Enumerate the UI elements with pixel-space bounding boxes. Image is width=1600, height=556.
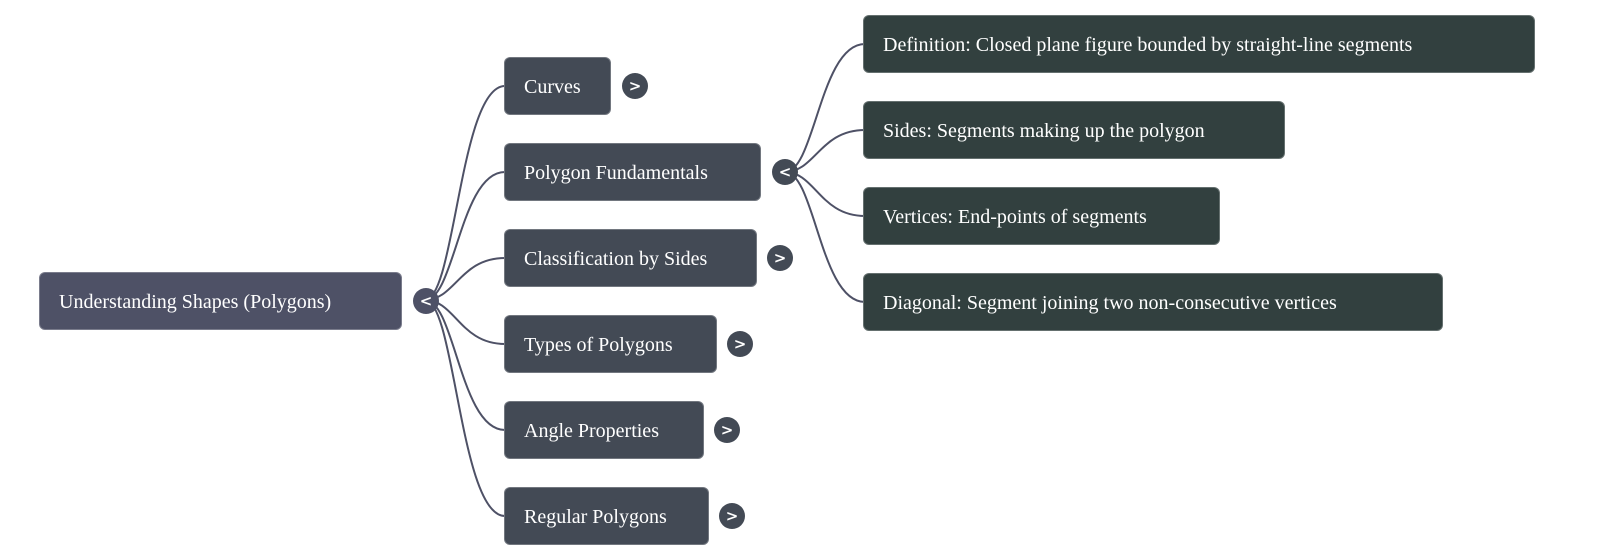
link-root-curves xyxy=(424,85,506,301)
expand-angle-toggle[interactable]: > xyxy=(714,417,740,443)
leaf-definition[interactable]: Definition: Closed plane figure bounded … xyxy=(863,15,1535,73)
branch-curves[interactable]: Curves xyxy=(504,57,611,115)
branch-regular-polygons[interactable]: Regular Polygons xyxy=(504,487,709,545)
branch-polygon-fundamentals[interactable]: Polygon Fundamentals xyxy=(504,143,761,201)
collapse-root-toggle[interactable]: < xyxy=(413,288,439,314)
expand-regular-toggle[interactable]: > xyxy=(719,503,745,529)
link-pf-diagonal xyxy=(784,171,866,303)
branch-classification-by-sides[interactable]: Classification by Sides xyxy=(504,229,757,287)
expand-classification-toggle[interactable]: > xyxy=(767,245,793,271)
link-root-regular xyxy=(424,299,506,517)
leaf-diagonal[interactable]: Diagonal: Segment joining two non-consec… xyxy=(863,273,1443,331)
branch-angle-properties[interactable]: Angle Properties xyxy=(504,401,704,459)
leaf-sides[interactable]: Sides: Segments making up the polygon xyxy=(863,101,1285,159)
branch-types-of-polygons[interactable]: Types of Polygons xyxy=(504,315,717,373)
expand-types-toggle[interactable]: > xyxy=(727,331,753,357)
collapse-polygon-fundamentals-toggle[interactable]: < xyxy=(772,159,798,185)
link-root-angle xyxy=(424,299,506,431)
link-root-polygon-fundamentals xyxy=(424,171,506,301)
root-node[interactable]: Understanding Shapes (Polygons) xyxy=(39,272,402,330)
expand-curves-toggle[interactable]: > xyxy=(622,73,648,99)
leaf-vertices[interactable]: Vertices: End-points of segments xyxy=(863,187,1220,245)
link-pf-definition xyxy=(784,43,866,173)
